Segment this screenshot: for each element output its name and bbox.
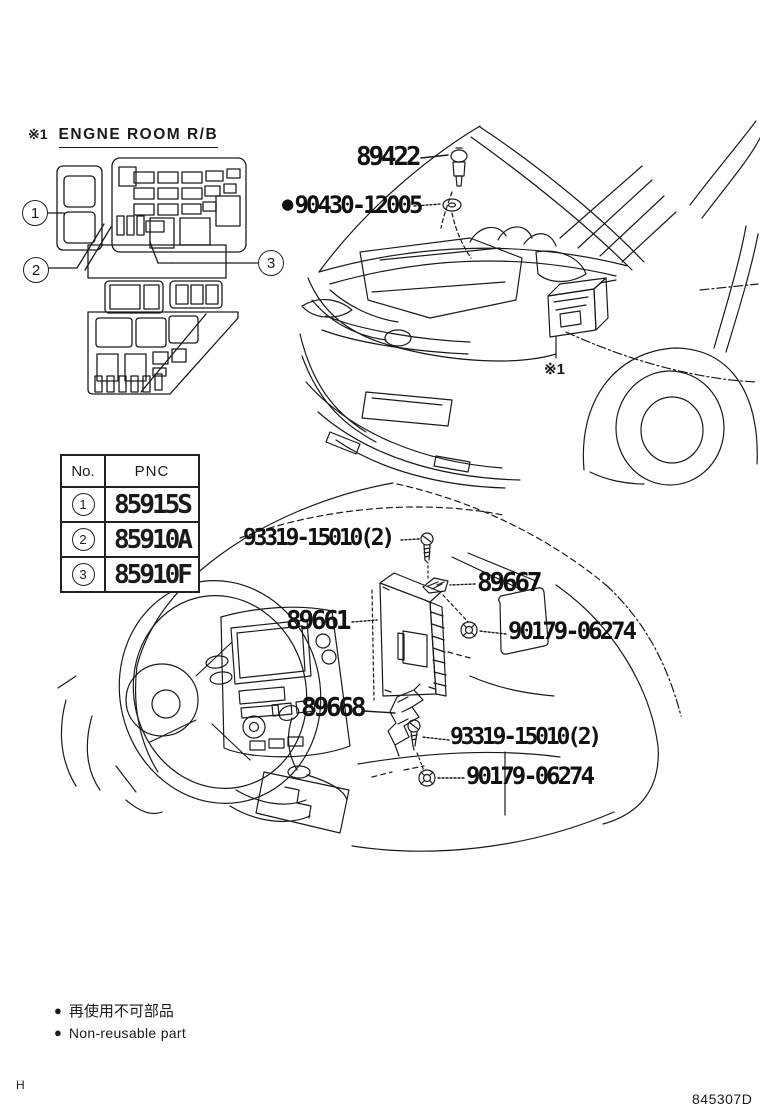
part-label-89422[interactable]: 89422 xyxy=(356,142,421,172)
row-callout-3: 3 xyxy=(71,563,95,586)
row-callout-2: 2 xyxy=(71,528,95,551)
pnc-table-col-no: No. xyxy=(60,454,106,488)
car-front-drawing xyxy=(299,120,760,489)
engine-room-rb-label: ENGNE ROOM R/B xyxy=(58,126,219,148)
part-label-89661[interactable]: 89661 xyxy=(286,606,351,636)
relay-box-ref-mark: ※1 xyxy=(544,361,565,378)
dashboard-drawing xyxy=(57,482,682,852)
part-label-89668[interactable]: 89668 xyxy=(301,693,366,723)
engine-room-rb-title: ※1 ENGNE ROOM R/B xyxy=(28,126,219,148)
note-ref: ※1 xyxy=(28,126,48,142)
legend-bullet-en: ● xyxy=(54,1025,62,1040)
table-row[interactable]: 1 85915S xyxy=(60,486,200,523)
part-label-93319-15010-lower[interactable]: 93319-15010(2) xyxy=(450,724,602,750)
leader-lines xyxy=(351,154,507,779)
part-label-89667[interactable]: 89667 xyxy=(477,568,542,598)
figure-number: 845307D xyxy=(692,1091,753,1107)
pnc-table-header-row: No. PNC xyxy=(60,454,200,488)
callout-1[interactable]: 1 xyxy=(22,200,48,226)
legend-line-jp: ●再使用不可部品 xyxy=(54,1003,174,1020)
pnc-table-col-pnc: PNC xyxy=(104,454,200,488)
legend-bullet-jp: ● xyxy=(54,1003,62,1018)
pnc-value-1[interactable]: 85915S xyxy=(104,486,200,523)
legend-line-en: ●Non-reusable part xyxy=(54,1025,187,1041)
table-row[interactable]: 3 85910F xyxy=(60,556,200,593)
legend: ●再使用不可部品 ●Non-reusable part xyxy=(54,1000,186,1044)
part-label-93319-15010-upper[interactable]: 93319-15010(2) xyxy=(243,525,395,551)
pnc-value-2[interactable]: 85910A xyxy=(104,521,200,558)
part-label-90179-06274-lower[interactable]: 90179-06274 xyxy=(466,762,595,790)
part-label-90430-12005[interactable]: ●90430-12005 xyxy=(282,191,423,219)
pnc-table: No. PNC 1 85915S 2 85910A 3 85910F xyxy=(60,454,200,593)
callout-3[interactable]: 3 xyxy=(258,250,284,276)
row-callout-1: 1 xyxy=(71,493,95,516)
table-row[interactable]: 2 85910A xyxy=(60,521,200,558)
pnc-value-3[interactable]: 85910F xyxy=(104,556,200,593)
non-reusable-dot: ● xyxy=(282,193,294,215)
fuse-box-drawing xyxy=(47,157,259,395)
sheet-code: H xyxy=(16,1078,25,1092)
callout-2[interactable]: 2 xyxy=(23,257,49,283)
part-label-90179-06274-upper[interactable]: 90179-06274 xyxy=(508,617,637,645)
